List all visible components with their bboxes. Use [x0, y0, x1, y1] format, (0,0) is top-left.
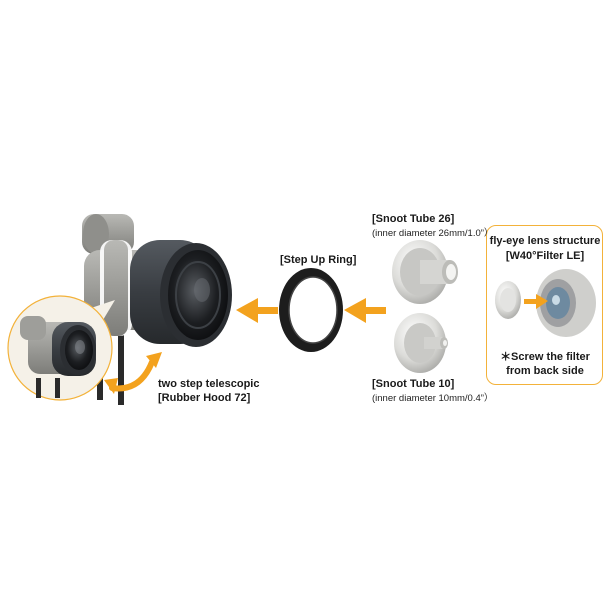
step-up-ring	[279, 268, 343, 352]
inset-short-hood	[7, 295, 115, 401]
rubber-hood-desc: two step telescopic	[158, 378, 260, 390]
screw-note-line1: ＊Screw the filter	[500, 351, 590, 363]
snoot-tube-10	[394, 313, 448, 373]
snoot-tube-26	[392, 240, 458, 304]
fly-eye-filter-name: [W40°Filter LE]	[505, 250, 585, 262]
snoot-tube-26-title: [Snoot Tube 26]	[372, 213, 455, 225]
arrow-curved-icon	[104, 352, 162, 394]
snoot-tube-10-title: [Snoot Tube 10]	[372, 378, 455, 390]
snoot-tube-26-subtitle: (inner diameter 26mm/1.0”）	[372, 228, 494, 239]
snoot-tube-10-subtitle: (inner diameter 10mm/0.4”）	[372, 393, 494, 404]
screw-note-line2: from back side	[506, 365, 584, 377]
step-up-ring-label: [Step Up Ring]	[280, 254, 357, 266]
rubber-hood-name: [Rubber Hood 72]	[158, 392, 251, 404]
arrow-left-icon	[236, 298, 278, 323]
arrow-left-icon	[344, 298, 386, 323]
fly-eye-title: fly-eye lens structure	[489, 235, 601, 247]
